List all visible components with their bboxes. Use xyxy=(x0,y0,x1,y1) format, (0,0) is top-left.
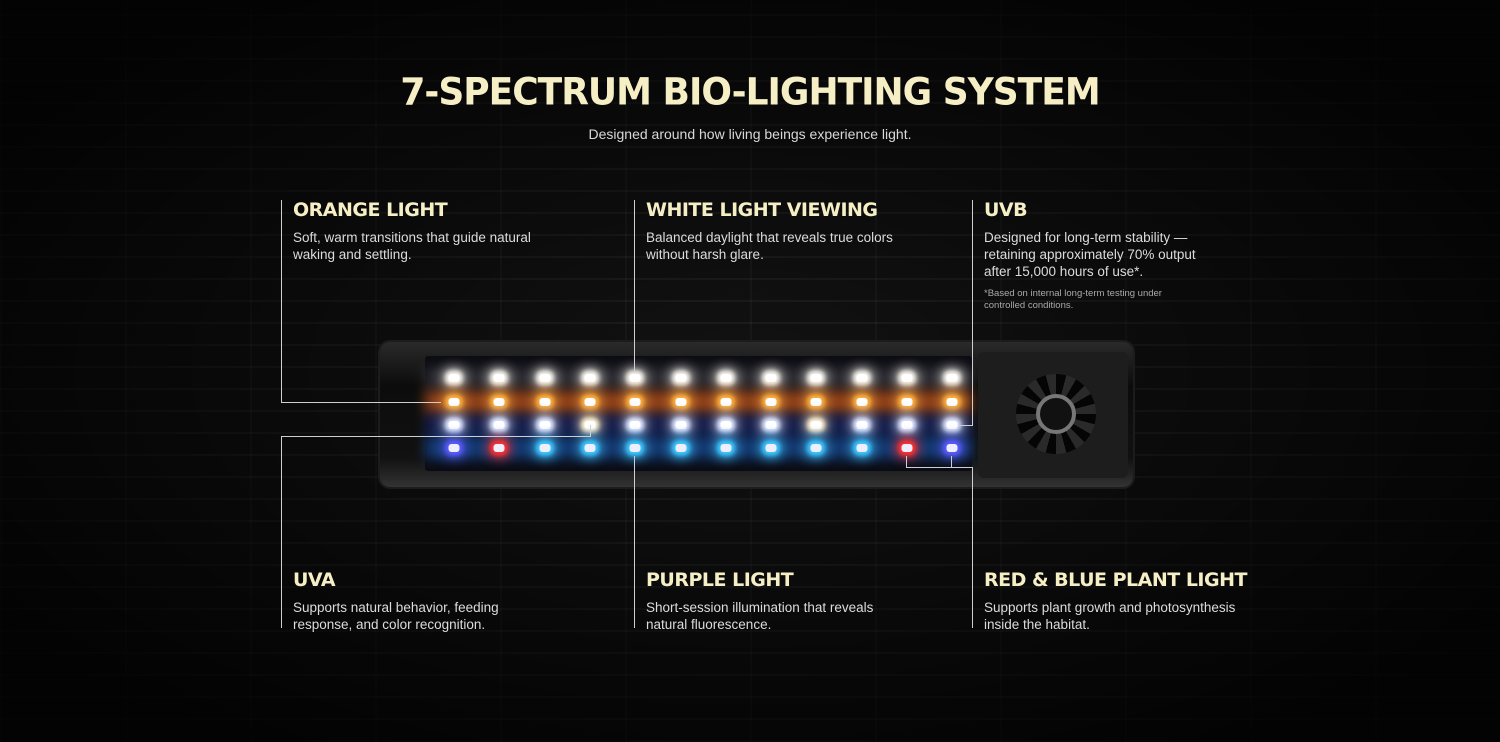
connector-plant xyxy=(972,467,973,628)
led-warm xyxy=(584,421,596,429)
feature-text: Soft, warm transitions that guide natura… xyxy=(293,230,531,262)
connector-uvb xyxy=(972,200,973,425)
feature-text: Supports natural behavior, feeding respo… xyxy=(293,600,499,632)
led-orange xyxy=(584,398,596,406)
led-cyan xyxy=(584,444,596,452)
led-red xyxy=(493,444,505,452)
led-orange xyxy=(539,398,551,406)
led-cyan xyxy=(856,444,868,452)
led-white xyxy=(946,374,958,382)
connector-uvb-h xyxy=(958,425,973,426)
led-white xyxy=(720,374,732,382)
led-orange xyxy=(765,398,777,406)
led-uvb xyxy=(720,421,732,429)
connector-uva xyxy=(281,436,282,628)
led-orange xyxy=(901,398,913,406)
led-orange xyxy=(448,398,460,406)
feature-title: UVA xyxy=(293,569,336,591)
led-cyan xyxy=(675,444,686,452)
feature-title: WHITE LIGHT VIEWING xyxy=(646,199,878,221)
feature-orange-light: ORANGE LIGHT Soft, warm transitions that… xyxy=(293,199,593,263)
led-white xyxy=(584,374,596,382)
led-orange xyxy=(856,398,868,406)
feature-plant-light: RED & BLUE PLANT LIGHT Supports plant gr… xyxy=(984,569,1284,633)
led-cyan xyxy=(720,444,732,452)
fan-vent xyxy=(978,352,1128,478)
led-blue xyxy=(946,444,958,452)
led-uvb xyxy=(539,421,551,429)
feature-text: Supports plant growth and photosynthesis… xyxy=(984,600,1236,632)
led-white xyxy=(539,374,551,382)
feature-text: Balanced daylight that reveals true colo… xyxy=(646,230,893,262)
led-row-glow xyxy=(425,414,972,436)
led-uvb xyxy=(765,421,777,429)
led-row-glow xyxy=(425,391,972,413)
page-subtitle: Designed around how living beings experi… xyxy=(588,126,912,142)
led-orange xyxy=(493,398,505,406)
led-uvb xyxy=(946,421,958,429)
feature-uvb: UVB Designed for long-term stability — r… xyxy=(984,199,1284,312)
led-white xyxy=(856,374,868,382)
led-white xyxy=(493,374,505,382)
led-row-glow xyxy=(425,367,972,389)
led-row-glow xyxy=(425,437,972,459)
led-white xyxy=(629,374,641,382)
connector-plant-blue xyxy=(951,456,952,467)
feature-white-light: WHITE LIGHT VIEWING Balanced daylight th… xyxy=(646,199,946,263)
led-uvb xyxy=(493,421,505,429)
led-orange xyxy=(720,398,732,406)
connector-plant-h xyxy=(906,467,973,468)
led-orange xyxy=(629,398,641,406)
connector-uva-v xyxy=(590,425,591,436)
led-warm xyxy=(810,421,822,429)
feature-title: PURPLE LIGHT xyxy=(646,569,794,591)
led-white xyxy=(765,374,777,382)
led-cyan xyxy=(629,444,641,452)
connector-orange-h xyxy=(281,402,441,403)
led-white xyxy=(675,374,686,382)
led-uvb xyxy=(675,421,686,429)
feature-footnote: *Based on internal long-term testing und… xyxy=(984,288,1162,311)
feature-title: UVB xyxy=(984,199,1028,221)
led-uvb xyxy=(901,421,913,429)
page-title: 7-SPECTRUM BIO-LIGHTING SYSTEM xyxy=(400,70,1100,115)
led-cyan xyxy=(810,444,822,452)
led-red xyxy=(901,444,913,452)
connector-plant-red xyxy=(906,456,907,467)
feature-title: RED & BLUE PLANT LIGHT xyxy=(984,569,1247,591)
feature-title: ORANGE LIGHT xyxy=(293,199,448,221)
led-white xyxy=(448,374,460,382)
feature-text: Short-session illumination that reveals … xyxy=(646,600,874,632)
feature-uva: UVA Supports natural behavior, feeding r… xyxy=(293,569,593,633)
connector-orange xyxy=(281,200,282,402)
led-orange xyxy=(675,398,686,406)
connector-white xyxy=(634,200,635,372)
led-cyan xyxy=(765,444,777,452)
led-uvb xyxy=(856,421,868,429)
led-blue xyxy=(448,444,460,452)
led-white xyxy=(810,374,822,382)
led-uvb xyxy=(448,421,460,429)
led-orange xyxy=(946,398,958,406)
led-uvb xyxy=(629,421,641,429)
connector-uva-h xyxy=(281,436,591,437)
feature-purple-light: PURPLE LIGHT Short-session illumination … xyxy=(646,569,946,633)
fan-hub xyxy=(1036,394,1076,434)
led-panel xyxy=(425,356,972,471)
feature-text: Designed for long-term stability — retai… xyxy=(984,230,1196,279)
led-white xyxy=(901,374,913,382)
connector-purple xyxy=(634,456,635,628)
led-cyan xyxy=(539,444,551,452)
led-orange xyxy=(810,398,822,406)
